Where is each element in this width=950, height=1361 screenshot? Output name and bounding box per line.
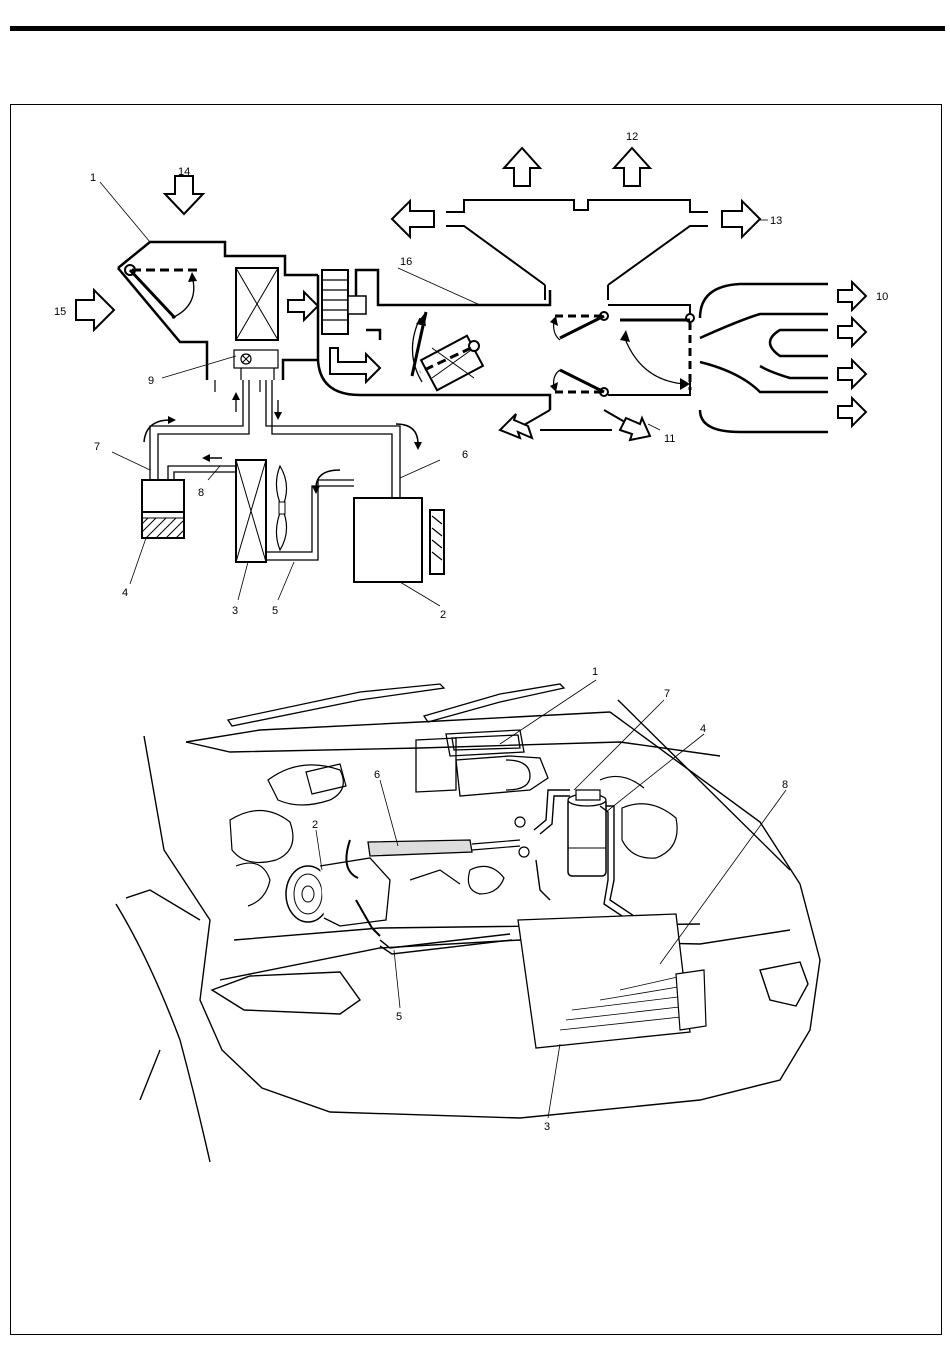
side-arrow-icon-right xyxy=(722,201,760,237)
defroster-arrow-icon-left xyxy=(504,148,540,186)
ac-system-schematic: 1 14 15 12 13 16 10 11 9 7 8 6 4 3 5 2 xyxy=(54,131,888,621)
engine-label-receiver-drier: 4 xyxy=(700,723,706,735)
foot-arrow-icon-right xyxy=(620,418,650,440)
heater-unit-engine xyxy=(416,730,548,796)
vent-arrow-icon-4 xyxy=(838,398,866,426)
engine-label-compressor: 2 xyxy=(312,819,318,831)
label-air-mix-door: 16 xyxy=(400,256,412,268)
compressor xyxy=(354,498,444,582)
condenser-fan-icon xyxy=(276,466,286,550)
recirc-air-arrow-icon xyxy=(76,290,114,330)
label-recirc-air-inlet: 15 xyxy=(54,306,66,318)
airflow-curve-arrow-icon xyxy=(330,348,380,382)
vent-arrow-icon-2 xyxy=(838,318,866,346)
intake-door xyxy=(125,265,197,318)
defroster-arrow-icon-right xyxy=(614,148,650,186)
label-foot-outlet: 11 xyxy=(664,433,675,445)
heater-duct xyxy=(318,270,550,410)
receiver-drier-engine xyxy=(568,790,606,876)
label-receiver-drier: 4 xyxy=(122,587,128,599)
label-side-outlet: 13 xyxy=(770,215,782,227)
mode-doors xyxy=(550,312,694,396)
vent-arrow-icon-1 xyxy=(838,282,866,310)
foot-arrow-icon-left xyxy=(500,414,532,438)
condenser-engine xyxy=(518,914,706,1048)
label-vent-outlet: 10 xyxy=(876,291,888,303)
engine-label-pipe-8: 8 xyxy=(782,779,788,791)
suction-hose-engine xyxy=(368,817,529,857)
engine-label-liquid-pipe: 5 xyxy=(396,1011,402,1023)
expansion-valve xyxy=(234,350,278,380)
unit-drain xyxy=(215,380,260,392)
label-expansion-valve: 9 xyxy=(148,375,154,387)
engine-bay-illustration: 1 7 4 8 6 2 5 3 xyxy=(116,666,820,1162)
label-defroster-outlet: 12 xyxy=(626,131,638,143)
receiver-drier xyxy=(142,480,184,538)
blower-fan xyxy=(322,270,366,334)
car-body-outline xyxy=(116,700,820,1162)
refrigerant-flow-arrows xyxy=(232,392,282,420)
wipers xyxy=(228,684,564,726)
engine-label-heater-unit: 1 xyxy=(592,666,598,678)
label-condenser: 3 xyxy=(232,605,238,617)
label-fresh-air-inlet: 14 xyxy=(178,166,190,178)
fresh-air-arrow-icon xyxy=(165,176,203,214)
label-compressor: 2 xyxy=(440,609,446,621)
label-discharge-pipe: 7 xyxy=(94,441,100,453)
side-arrow-icon-left xyxy=(392,201,434,237)
airflow-arrow-icon xyxy=(288,292,318,320)
evaporator-core xyxy=(236,268,278,340)
label-suction-hose: 6 xyxy=(462,449,468,461)
label-liquid-pipe: 5 xyxy=(272,605,278,617)
engine-label-condenser: 3 xyxy=(544,1121,550,1133)
vent-arrow-icon-3 xyxy=(838,360,866,388)
label-heater-unit: 1 xyxy=(90,172,96,184)
label-pipe-8: 8 xyxy=(198,487,204,499)
defroster-duct xyxy=(446,200,708,395)
condenser xyxy=(236,460,266,562)
engine-label-suction-hose: 6 xyxy=(374,769,380,781)
engine-label-discharge-pipe: 7 xyxy=(664,688,670,700)
vent-outlet-ducts xyxy=(700,284,828,432)
foot-outlet-duct xyxy=(524,410,630,430)
